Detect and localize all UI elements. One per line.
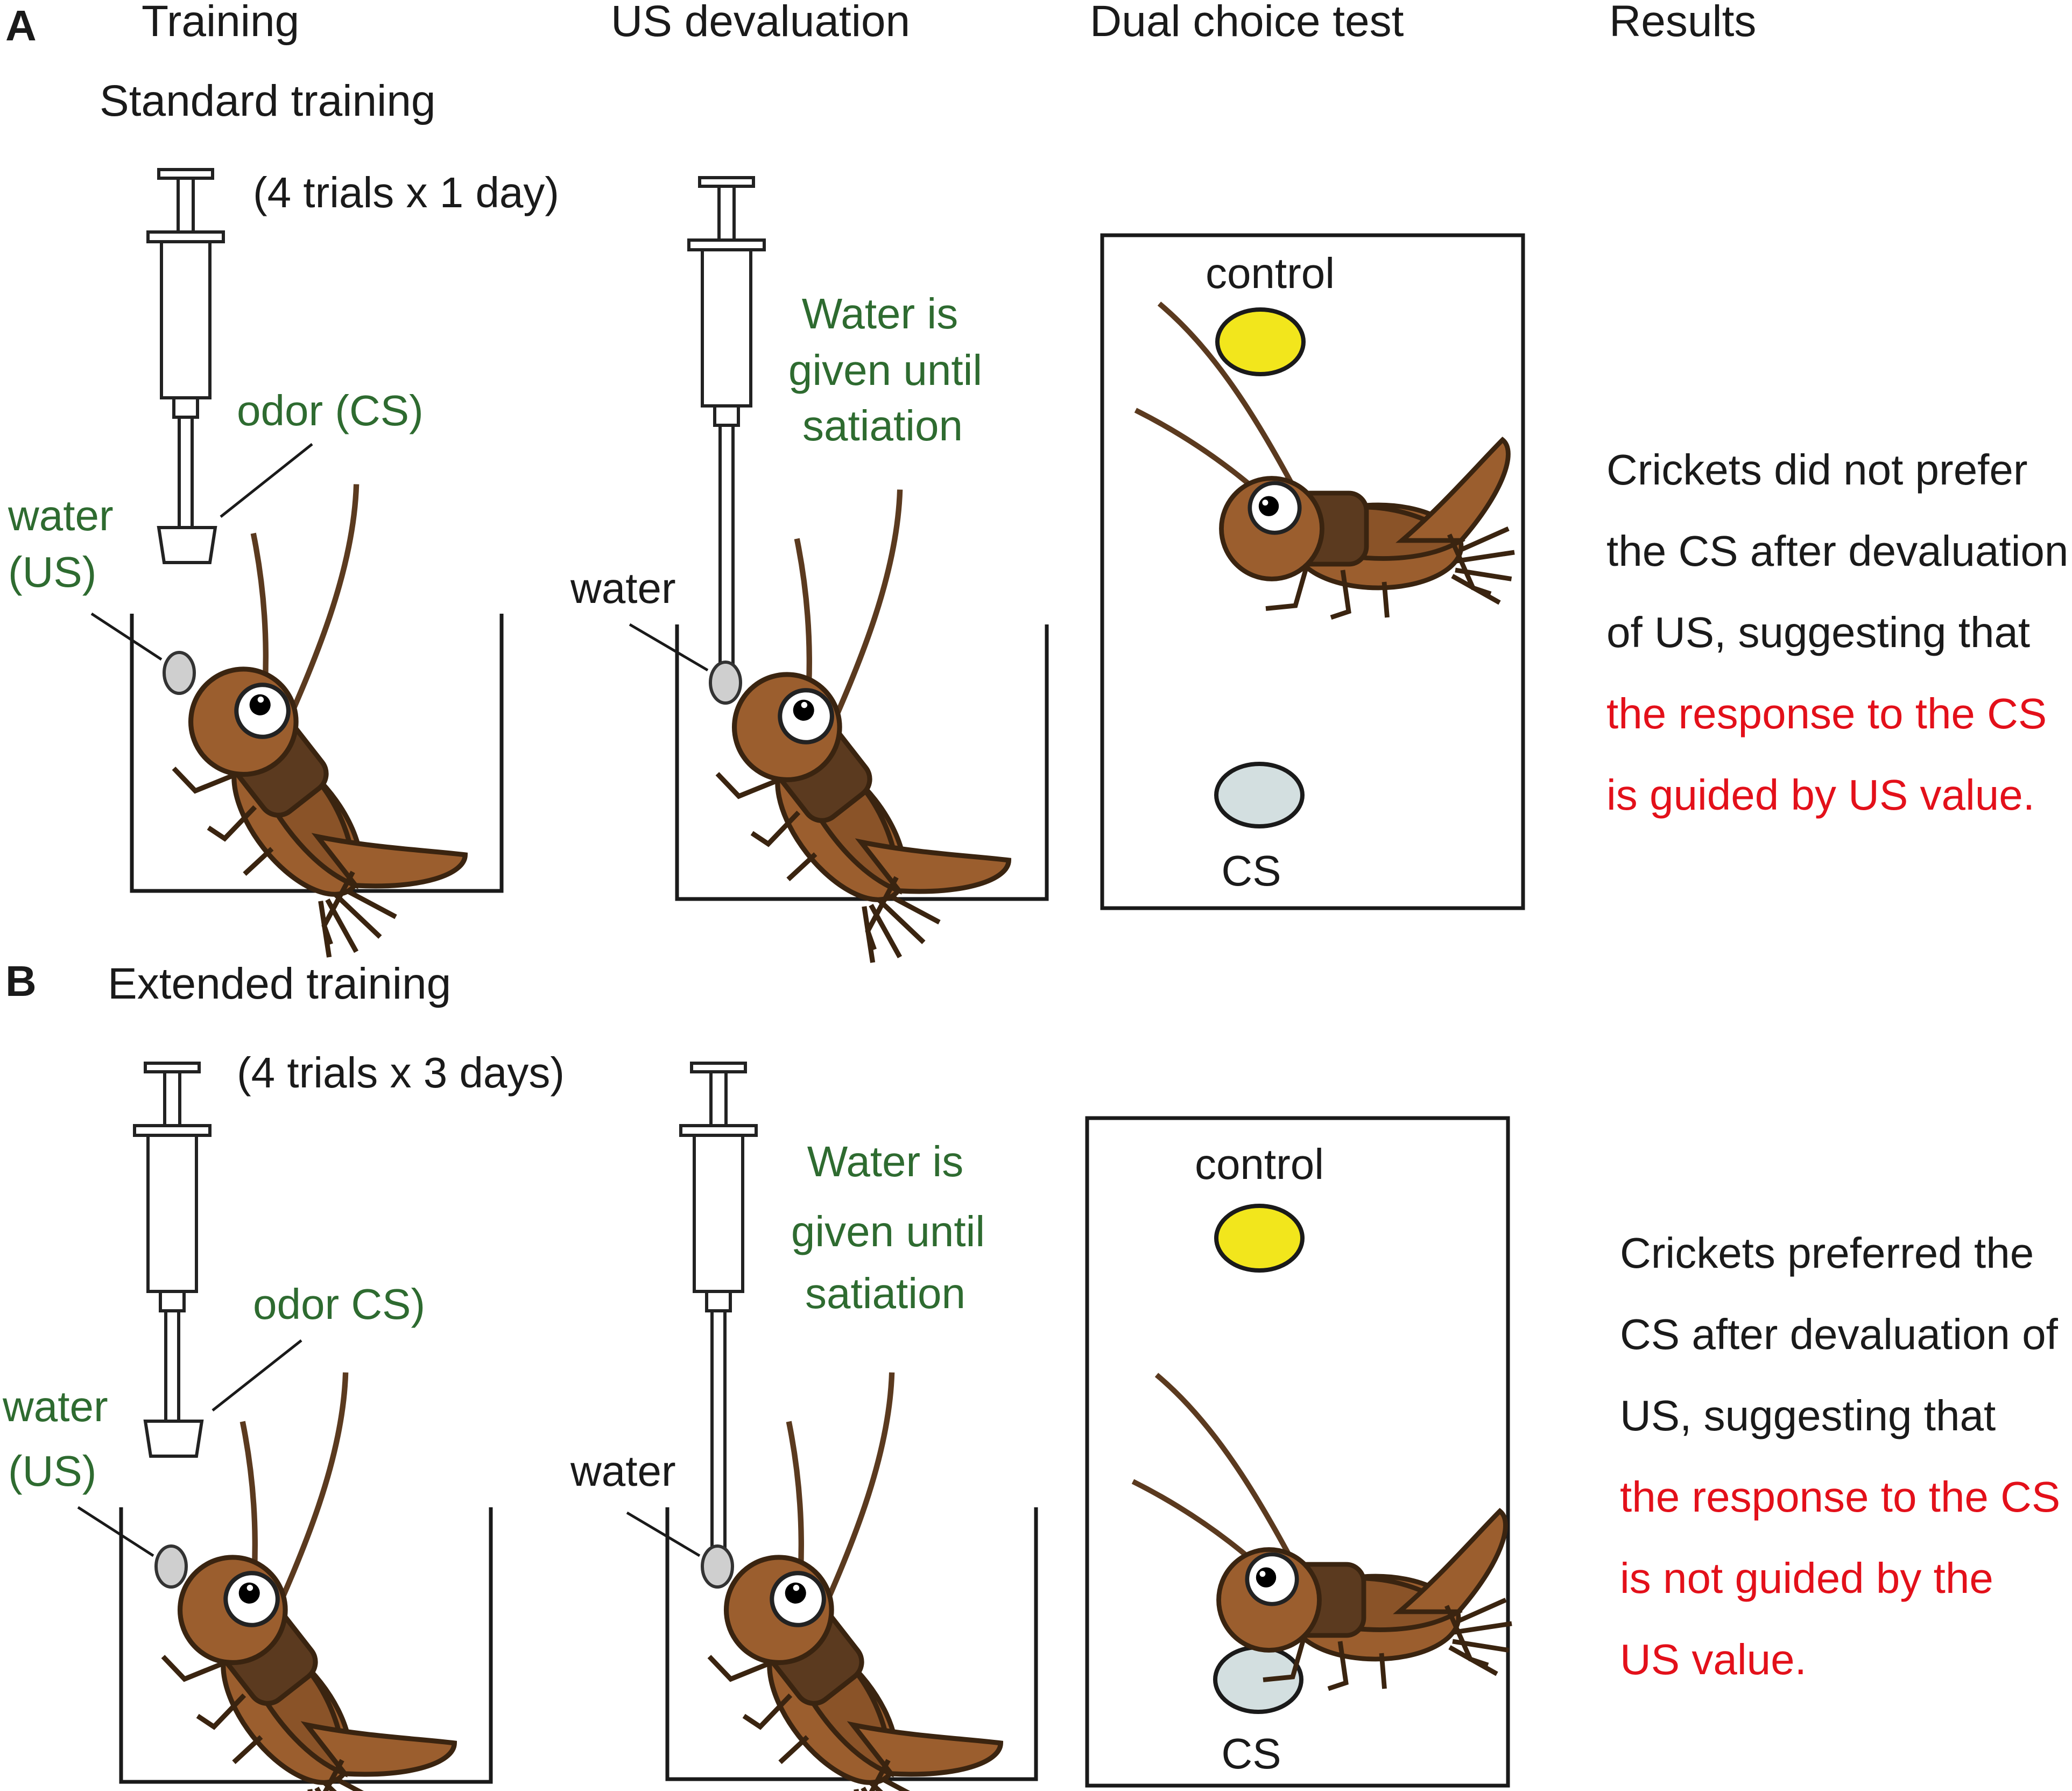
header-devaluation: US devaluation: [611, 0, 910, 46]
water-droplet-icon: [709, 661, 742, 705]
result-line: is not guided by the: [1620, 1554, 1993, 1602]
odor-label-a: odor (CS): [237, 387, 424, 434]
devaluation-setup-b: water Water is given until satiation: [570, 1063, 1120, 1791]
cs-label-a: CS: [1221, 847, 1281, 895]
devaluation-text-b-3: satiation: [805, 1269, 965, 1317]
devaluation-text-a-3: satiation: [802, 402, 963, 449]
result-line: the response to the CS: [1620, 1473, 2060, 1521]
result-line: CS after devaluation of: [1620, 1310, 2059, 1358]
control-label-b: control: [1195, 1140, 1324, 1188]
control-label-a: control: [1206, 249, 1335, 297]
cricket-icon: [618, 1353, 1120, 1791]
panel-b: B Extended training (4 trials x 3 days) …: [2, 957, 2060, 1791]
panel-a-subtitle: Standard training: [100, 76, 436, 125]
syringe-icon: [135, 1063, 210, 1429]
cricket-icon: [626, 470, 1129, 984]
result-line: Crickets did not prefer: [1606, 446, 2028, 494]
result-line: US, suggesting that: [1620, 1392, 1996, 1439]
cs-odor-spot: [1214, 762, 1305, 828]
dual-choice-arena-b: control CS: [1085, 1116, 1512, 1788]
control-odor-spot: [1214, 1204, 1305, 1273]
devaluation-text-b-2: given until: [791, 1207, 985, 1255]
trials-a: (4 trials x 1 day): [253, 168, 559, 216]
cs-label-b: CS: [1221, 1730, 1281, 1778]
devaluation-setup-a: water Water is given until satiation: [570, 178, 1129, 984]
water-us-label-b-2: (US): [8, 1447, 96, 1495]
result-line: the CS after devaluation: [1606, 527, 2068, 575]
training-setup-a: (4 trials x 1 day) odor (CS) water (US): [8, 168, 585, 979]
panel-letter-b: B: [5, 957, 37, 1005]
odor-pointer-line: [220, 443, 313, 518]
water-us-label-a-2: (US): [8, 548, 96, 596]
result-line: the response to the CS: [1606, 690, 2047, 738]
odor-cup-icon: [143, 1420, 204, 1458]
container-icon: [119, 1507, 493, 1784]
result-line: is guided by US value.: [1606, 771, 2035, 819]
water-pointer-line: [77, 1506, 154, 1557]
water-us-label-a-1: water: [8, 491, 114, 539]
syringe-icon: [689, 178, 764, 694]
header-dual-choice-test: Dual choice test: [1090, 0, 1404, 46]
water-pointer-line: [629, 623, 709, 672]
results-a: Crickets did not prefer the CS after deva…: [1606, 446, 2068, 819]
odor-cup-icon: [157, 526, 217, 564]
panel-letter-a: A: [5, 2, 37, 50]
result-line: Crickets preferred the: [1620, 1229, 2034, 1277]
water-pointer-line: [626, 1511, 701, 1557]
water-pointer-line: [90, 612, 163, 661]
odor-label-b: odor CS): [253, 1280, 425, 1328]
syringe-icon: [681, 1063, 756, 1580]
dual-choice-arena-a: control CS: [1100, 233, 1525, 910]
syringe-icon: [148, 170, 223, 536]
result-line: of US, suggesting that: [1606, 608, 2030, 656]
water-droplet-icon: [154, 1544, 188, 1589]
devaluation-text-a-1: Water is: [802, 290, 958, 338]
trials-b: (4 trials x 3 days): [237, 1049, 565, 1097]
odor-pointer-line: [212, 1339, 302, 1411]
header-training: Training: [142, 0, 299, 46]
water-droplet-icon: [163, 651, 196, 695]
panel-b-subtitle: Extended training: [108, 959, 451, 1008]
results-b: Crickets preferred the CS after devaluati…: [1620, 1229, 2060, 1683]
control-odor-spot: [1215, 307, 1306, 376]
cricket-icon: [83, 465, 585, 979]
devaluation-text-b-1: Water is: [807, 1137, 963, 1185]
devaluation-text-a-2: given until: [788, 346, 982, 394]
training-setup-b: (4 trials x 3 days) odor CS) water (US): [2, 1049, 574, 1791]
water-label-a: water: [570, 564, 676, 612]
result-line: US value.: [1620, 1635, 1807, 1683]
cricket-icon: [72, 1353, 574, 1791]
panel-a: A Standard training (4 trials x 1 day) o…: [5, 2, 2068, 984]
header-results: Results: [1609, 0, 1756, 46]
water-label-b: water: [570, 1447, 676, 1495]
water-us-label-b-1: water: [2, 1382, 108, 1430]
water-droplet-icon: [701, 1544, 734, 1589]
